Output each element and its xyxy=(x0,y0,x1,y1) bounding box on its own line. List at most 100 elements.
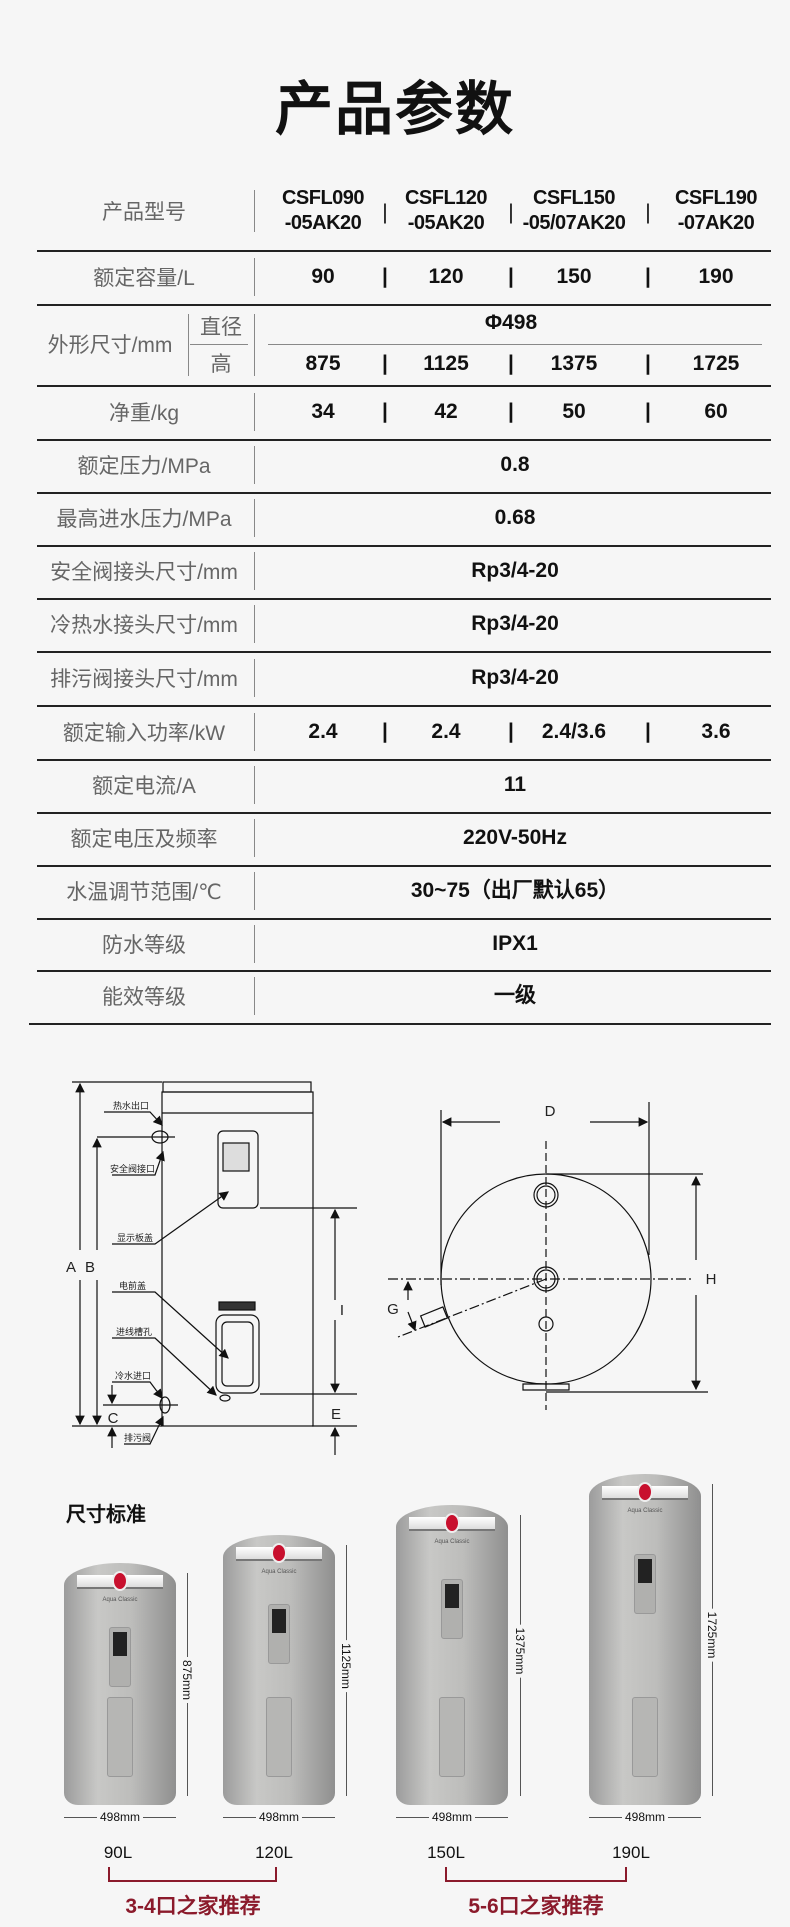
dim-i: I xyxy=(340,1302,344,1319)
row-divider xyxy=(37,598,771,600)
top-view-diagram xyxy=(388,1102,708,1410)
display-screen xyxy=(637,1559,653,1583)
pipe-separator: | xyxy=(645,200,651,224)
cell-value: 120 xyxy=(428,264,464,288)
pipe-separator: | xyxy=(645,351,651,375)
row-divider xyxy=(29,1023,771,1025)
row-label: 水温调节范围/℃ xyxy=(66,881,222,904)
column-divider xyxy=(254,766,255,804)
column-divider xyxy=(254,314,255,376)
group-recommendation: 5-6口之家推荐 xyxy=(468,1895,604,1918)
cell-value: 90 xyxy=(311,264,335,288)
row-divider xyxy=(37,492,771,494)
dimension-diagrams: 热水出口 安全阀接口 显示板盖 电前盖 进线槽孔 冷水进口 排污阀 A B C … xyxy=(66,1081,717,1455)
pipe-separator: | xyxy=(508,200,514,224)
height-label: 1375mm xyxy=(513,1624,527,1677)
display-screen xyxy=(444,1584,460,1608)
column-divider xyxy=(254,499,255,537)
volume-label: 190L xyxy=(612,1843,650,1862)
pipe-separator: | xyxy=(382,351,388,375)
dim-a: A xyxy=(66,1259,76,1276)
diameter-value: Φ498 xyxy=(484,310,538,334)
group-bracket xyxy=(445,1867,627,1882)
column-divider xyxy=(254,258,255,296)
pipe-separator: | xyxy=(645,264,651,288)
dim-c: C xyxy=(108,1410,119,1427)
group-recommendation: 3-4口之家推荐 xyxy=(125,1895,261,1918)
volume-label: 90L xyxy=(103,1843,133,1862)
volume-label: 150L xyxy=(427,1843,465,1862)
pipe-separator: | xyxy=(508,264,514,288)
row-divider xyxy=(37,651,771,653)
front-cover xyxy=(631,1697,659,1777)
display-panel xyxy=(440,1579,464,1639)
cell-value: 一级 xyxy=(494,983,536,1007)
row-divider xyxy=(37,865,771,867)
width-label: 498mm xyxy=(428,1810,476,1824)
brand-logo xyxy=(637,1482,653,1502)
cell-value: 60 xyxy=(704,399,728,423)
width-label: 498mm xyxy=(96,1810,144,1824)
row-label: 能效等级 xyxy=(102,986,186,1009)
column-divider xyxy=(254,925,255,963)
brand-name: Aqua Classic xyxy=(627,1508,663,1514)
row-divider xyxy=(37,385,771,387)
water-heater-image: Aqua Classic xyxy=(64,1563,176,1805)
cell-value: 30~75（出厂默认65） xyxy=(410,878,620,902)
row-divider xyxy=(37,705,771,707)
width-label: 498mm xyxy=(255,1810,303,1824)
column-divider xyxy=(254,552,255,590)
row-label: 额定电流/A xyxy=(92,775,196,798)
page-title: 产品参数 xyxy=(274,77,515,142)
row-divider xyxy=(37,759,771,761)
pipe-separator: | xyxy=(508,719,514,743)
height-value: 1375 xyxy=(550,351,598,375)
row-divider xyxy=(37,918,771,920)
water-heater-image: Aqua Classic xyxy=(589,1474,701,1805)
cell-value: 2.4 xyxy=(431,719,461,743)
pipe-separator: | xyxy=(382,200,388,224)
cell-value: Rp3/4-20 xyxy=(471,611,559,635)
row-label: 排污阀接头尺寸/mm xyxy=(50,668,238,691)
sub-divider xyxy=(190,344,248,345)
cell-value: 50 xyxy=(562,399,586,423)
callout-safety-valve: 安全阀接口 xyxy=(110,1163,155,1174)
brand-logo xyxy=(444,1513,460,1533)
column-divider xyxy=(254,977,255,1015)
sub-label-diameter: 直径 xyxy=(200,316,242,339)
water-heater-image: Aqua Classic xyxy=(396,1505,508,1805)
display-screen xyxy=(271,1609,287,1633)
model-name: CSFL120 -05AK20 xyxy=(404,187,488,234)
cell-value: 2.4 xyxy=(308,719,338,743)
cell-value: 190 xyxy=(698,264,734,288)
dim-b: B xyxy=(85,1259,95,1276)
row-label: 额定输入功率/kW xyxy=(62,722,226,745)
height-value: 1125 xyxy=(423,351,469,375)
column-divider xyxy=(254,605,255,643)
dim-d: D xyxy=(545,1103,556,1120)
display-panel xyxy=(633,1554,657,1614)
row-divider xyxy=(37,304,771,306)
dim-h: H xyxy=(706,1271,717,1288)
cell-value: 42 xyxy=(434,399,458,423)
callout-front-cover: 电前盖 xyxy=(119,1280,146,1291)
height-label: 1125mm xyxy=(339,1639,353,1692)
cell-value: 150 xyxy=(556,264,592,288)
front-cover xyxy=(438,1697,466,1777)
display-panel xyxy=(108,1627,132,1687)
model-name: CSFL190 -07AK20 xyxy=(674,187,758,234)
row-divider xyxy=(37,812,771,814)
dim-g: G xyxy=(387,1301,399,1318)
sub-divider xyxy=(188,314,189,376)
column-divider xyxy=(254,393,255,431)
row-label: 净重/kg xyxy=(108,402,180,425)
pipe-separator: | xyxy=(508,351,514,375)
row-divider xyxy=(37,250,771,252)
cell-value: 0.68 xyxy=(494,505,536,529)
row-divider xyxy=(37,545,771,547)
column-divider xyxy=(254,190,255,232)
callout-display-cover: 显示板盖 xyxy=(117,1232,153,1243)
width-label: 498mm xyxy=(621,1810,669,1824)
column-divider xyxy=(254,446,255,484)
row-label: 额定电压及频率 xyxy=(70,828,218,851)
